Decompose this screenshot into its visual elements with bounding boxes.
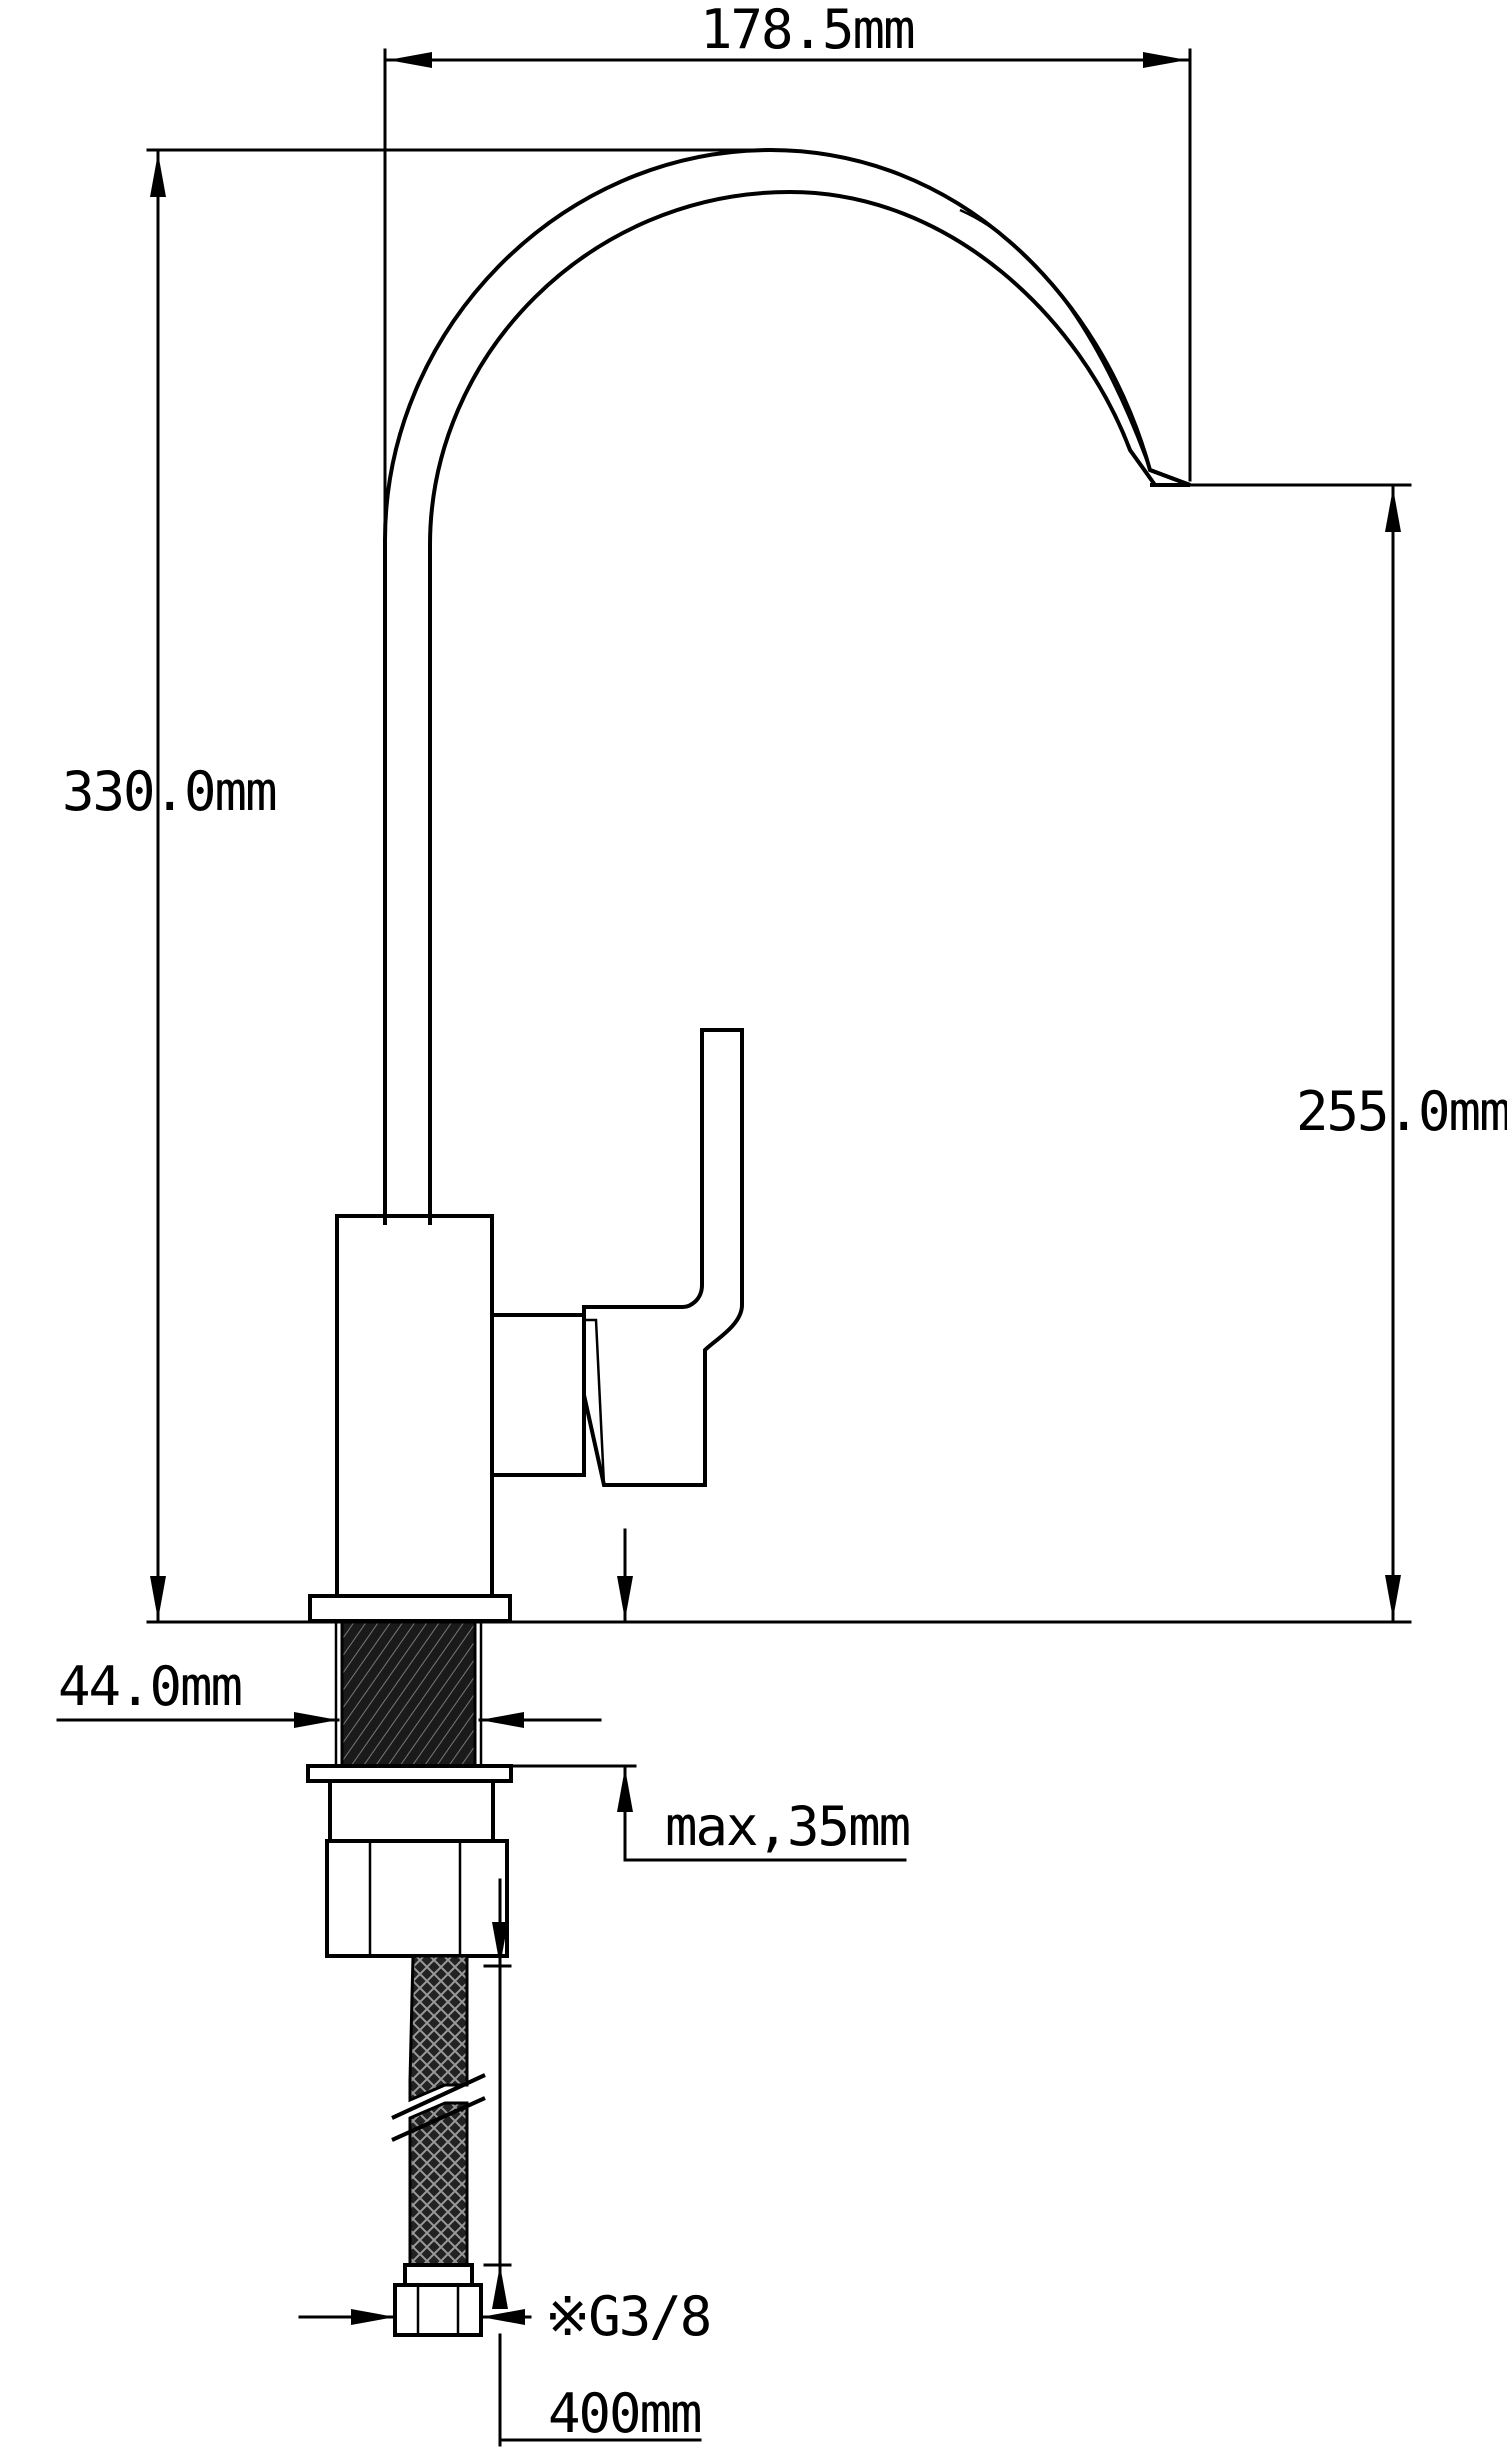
lever-handle bbox=[582, 1028, 744, 1487]
label-spout-reach: 178.5mm bbox=[700, 0, 914, 61]
spout-inner bbox=[428, 189, 1157, 1225]
threaded-shank bbox=[340, 1619, 477, 1768]
label-max-thickness: max,35mm bbox=[665, 1795, 909, 1858]
label-spout-height: 255.0mm bbox=[1296, 1080, 1507, 1143]
washer-plate bbox=[306, 1764, 513, 1783]
label-total-height: 330.0mm bbox=[62, 760, 276, 823]
dimension-labels: 178.5mm 330.0mm 255.0mm 44.0mm max,35mm … bbox=[58, 0, 1507, 2445]
dimension-lines bbox=[56, 48, 1412, 2447]
spout-nozzle bbox=[1149, 468, 1191, 487]
body-block bbox=[335, 1214, 494, 1598]
hex-nut bbox=[325, 1839, 509, 1958]
lock-sleeve bbox=[328, 1779, 495, 1843]
braided-hose-lower bbox=[408, 2101, 469, 2267]
handle-connector bbox=[490, 1313, 586, 1477]
braided-hose bbox=[408, 1954, 469, 2103]
base-collar bbox=[308, 1594, 512, 1623]
label-hose-connection: ※G3/8 bbox=[545, 2285, 710, 2348]
lever-inner-line bbox=[584, 1318, 606, 1486]
hose-hex-fitting bbox=[393, 2283, 483, 2337]
faucet-outline bbox=[306, 147, 1191, 2337]
spout-outer bbox=[383, 147, 1191, 1225]
spout-inner-edge bbox=[959, 208, 1152, 471]
hose-break-marks bbox=[391, 2073, 486, 2142]
label-thread-diameter: 44.0mm bbox=[58, 1655, 241, 1718]
label-hose-length: 400mm bbox=[548, 2382, 701, 2445]
hose-fitting bbox=[403, 2263, 474, 2287]
